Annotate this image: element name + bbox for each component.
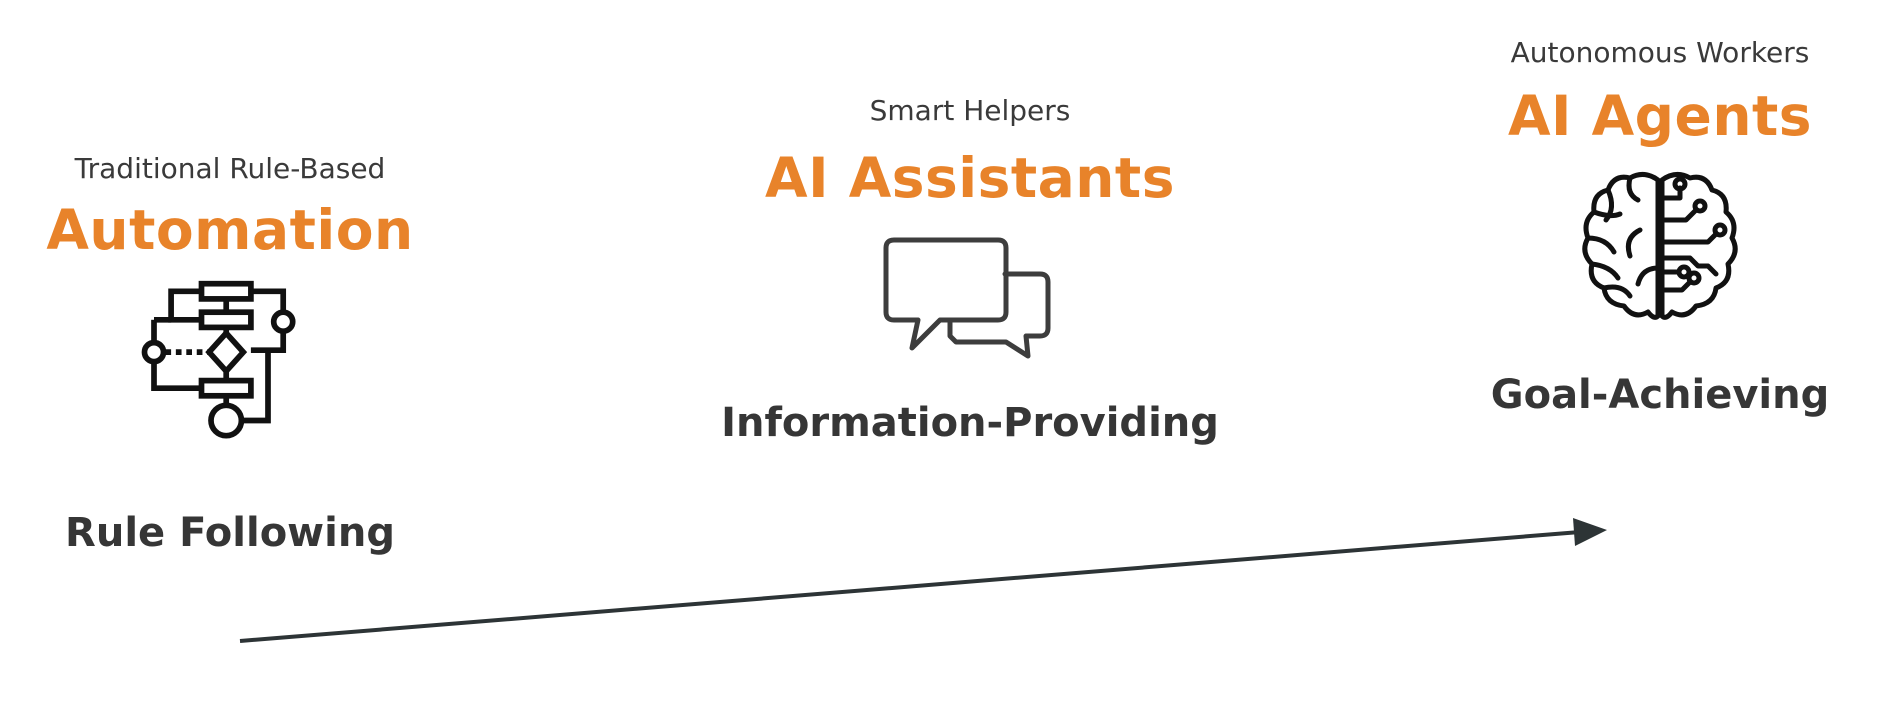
stage-title: AI Assistants: [765, 146, 1175, 210]
stage-automation: Traditional Rule-Based Automation: [30, 0, 430, 712]
stage-subtitle: Traditional Rule-Based: [74, 152, 386, 185]
stage-capability: Rule Following: [65, 510, 395, 556]
stage-subtitle: Autonomous Workers: [1510, 36, 1810, 69]
stage-capability: Information-Providing: [721, 400, 1219, 446]
flowchart-icon: [141, 280, 296, 439]
chat-bubbles-icon: [883, 237, 1051, 359]
stage-ai-agents: Autonomous Workers AI Agents: [1470, 0, 1850, 712]
ai-brain-icon: [1582, 172, 1738, 320]
stage-title: Automation: [46, 198, 414, 262]
stage-subtitle: Smart Helpers: [869, 94, 1071, 127]
stage-capability: Goal-Achieving: [1490, 372, 1830, 418]
stage-ai-assistants: Smart Helpers AI Assistants Information-…: [720, 0, 1220, 712]
stage-title: AI Agents: [1507, 84, 1813, 148]
